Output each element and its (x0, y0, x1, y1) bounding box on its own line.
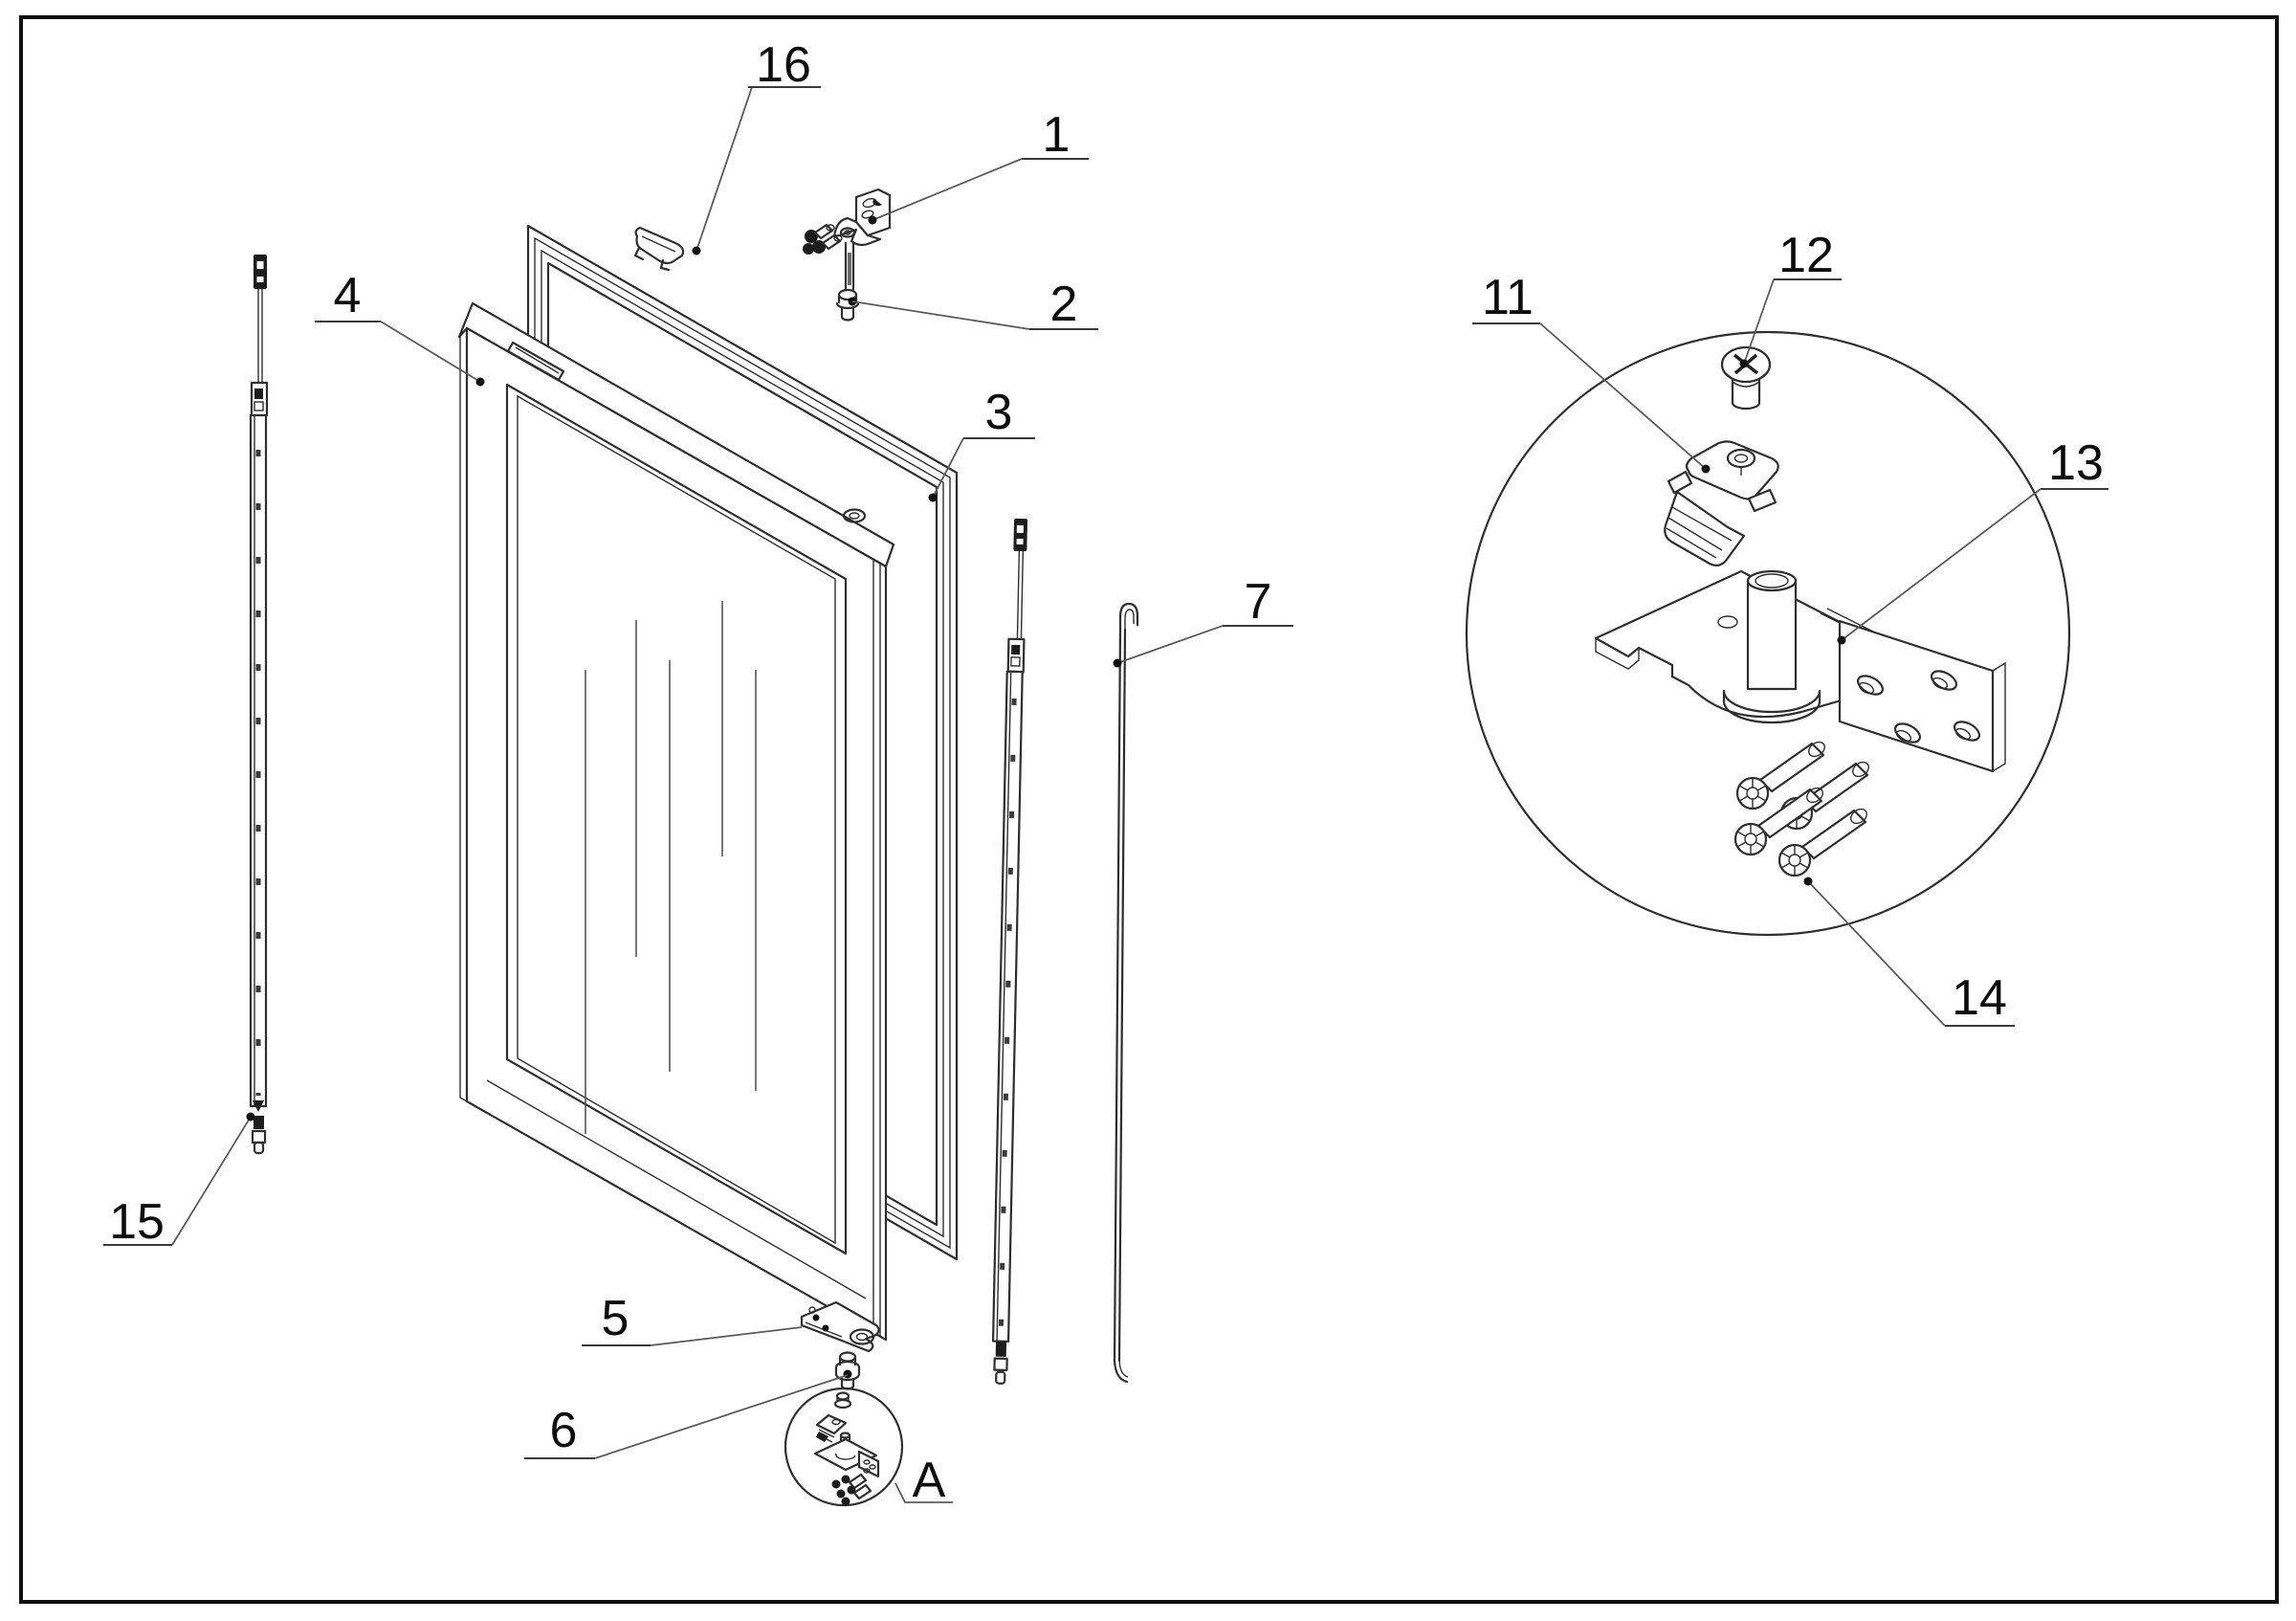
callout-16-label: 16 (756, 37, 811, 93)
callout-12: 12 (1739, 228, 1842, 368)
part-7-heater-rod (1113, 602, 1139, 1384)
callout-3-label: 3 (985, 385, 1013, 440)
part-2-bushing (835, 288, 860, 322)
callout-15: 15 (103, 1112, 255, 1250)
sheet-border (19, 15, 2279, 1604)
callout-a-label: A (913, 1453, 946, 1508)
callout-1-label: 1 (1043, 107, 1071, 163)
callout-a: A (894, 1453, 953, 1508)
screw (1733, 787, 1823, 856)
bracket-screws (803, 223, 843, 255)
callout-1: 1 (868, 107, 1089, 225)
detail-a-circle (784, 1387, 904, 1507)
part-6-bottom-bushing (834, 1351, 861, 1390)
heater-strip-middle (991, 518, 1028, 1385)
callout-4-label: 4 (334, 268, 362, 323)
callout-2: 2 (851, 277, 1098, 332)
callout-5: 5 (582, 1291, 803, 1346)
screw (1735, 741, 1825, 810)
callout-7: 7 (1113, 574, 1293, 668)
callout-5-label: 5 (602, 1291, 629, 1346)
callouts: 16 1 2 3 4 7 1 (103, 37, 2108, 1508)
callout-15-label: 15 (109, 1194, 165, 1250)
callout-11-label: 11 (1482, 270, 1534, 325)
callout-6: 6 (524, 1374, 849, 1459)
callout-3: 3 (928, 385, 1035, 502)
bracket-slots (861, 197, 882, 219)
callout-14-label: 14 (1952, 970, 2007, 1026)
screw (1777, 808, 1867, 877)
callout-4: 4 (315, 268, 485, 387)
door-front-face (465, 326, 888, 1342)
flange-screw-holes (1856, 670, 1981, 744)
callout-13: 13 (1837, 435, 2108, 645)
part-11-clip (1664, 440, 1779, 567)
callout-16: 16 (692, 37, 821, 255)
part-15-heater-strip-left (249, 255, 269, 1155)
door-top-rail (457, 301, 895, 568)
callout-6-label: 6 (550, 1403, 578, 1458)
callout-13-label: 13 (2048, 435, 2104, 491)
callout-11: 11 (1472, 270, 1711, 474)
glass-reflection-lines (585, 601, 757, 1134)
detail-b-circle (1465, 330, 2071, 937)
callout-14: 14 (1803, 877, 2015, 1027)
door-hinge-hole (842, 508, 867, 523)
part-16-clip (633, 226, 685, 272)
part-1-top-hinge-bracket (803, 188, 892, 295)
callout-2-label: 2 (1050, 277, 1078, 332)
callout-12-label: 12 (1778, 228, 1834, 283)
callout-7-label: 7 (1245, 574, 1272, 630)
part-14-screws (1733, 741, 1869, 877)
part-4-door-frame (457, 301, 895, 1342)
part-5-bottom-hinge-plate (800, 1300, 880, 1353)
part-13-hinge-bracket (1594, 569, 2006, 773)
